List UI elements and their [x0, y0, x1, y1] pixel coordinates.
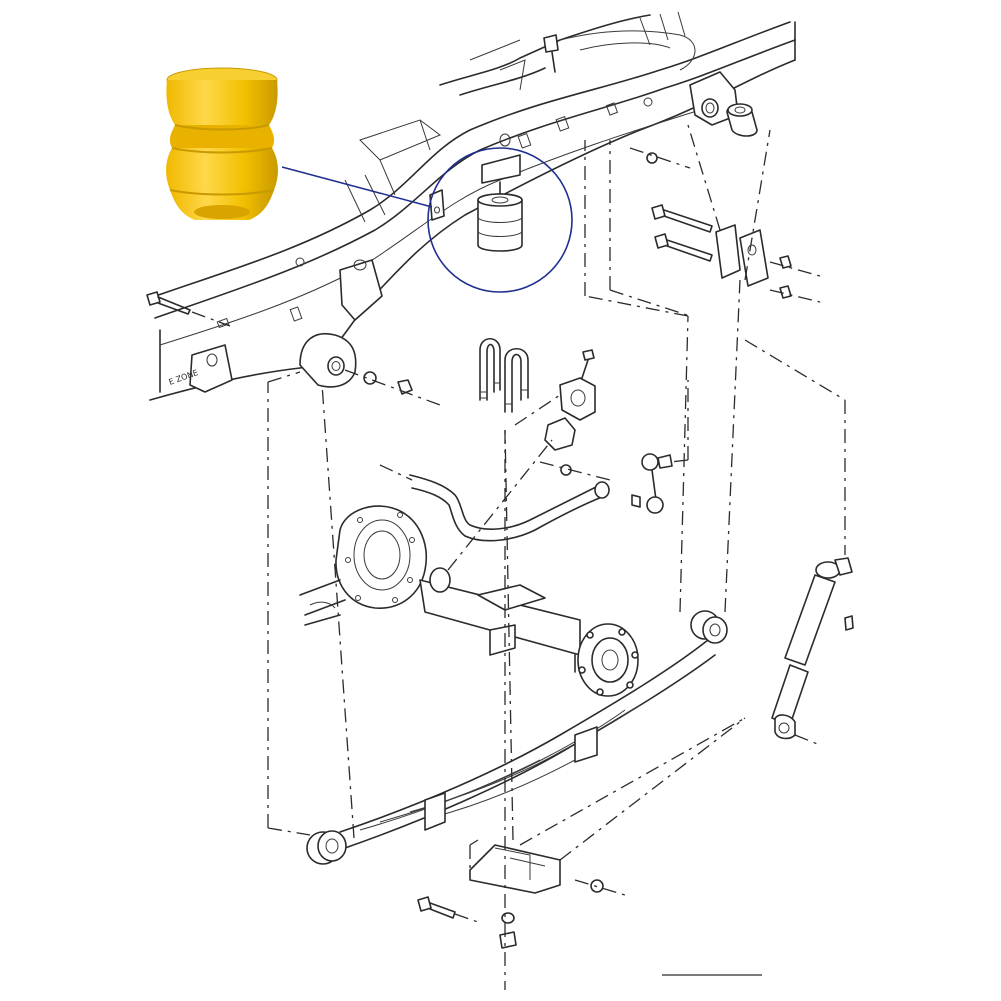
bump-stop-line-art [477, 154, 523, 252]
stabilizer-bushing-clamp [544, 349, 596, 451]
frame-bolt-left [146, 291, 231, 327]
stabilizer-link [631, 453, 673, 514]
spring-plate [417, 844, 626, 949]
assembly-leader-lines [267, 124, 846, 990]
frame-rail: E ZONE [149, 11, 796, 401]
bump-stop-bumper-icon [166, 67, 278, 220]
stabilizer-bar [379, 461, 611, 542]
u-bolt [479, 337, 529, 413]
bump-stop-callout [281, 147, 573, 293]
leaf-spring [306, 610, 728, 865]
shackle-bushing [726, 103, 758, 137]
rear-hanger-bolts [629, 147, 821, 303]
shock-absorber [771, 557, 854, 740]
axle-housing [299, 505, 639, 697]
hanger-washer-nut [344, 369, 441, 406]
